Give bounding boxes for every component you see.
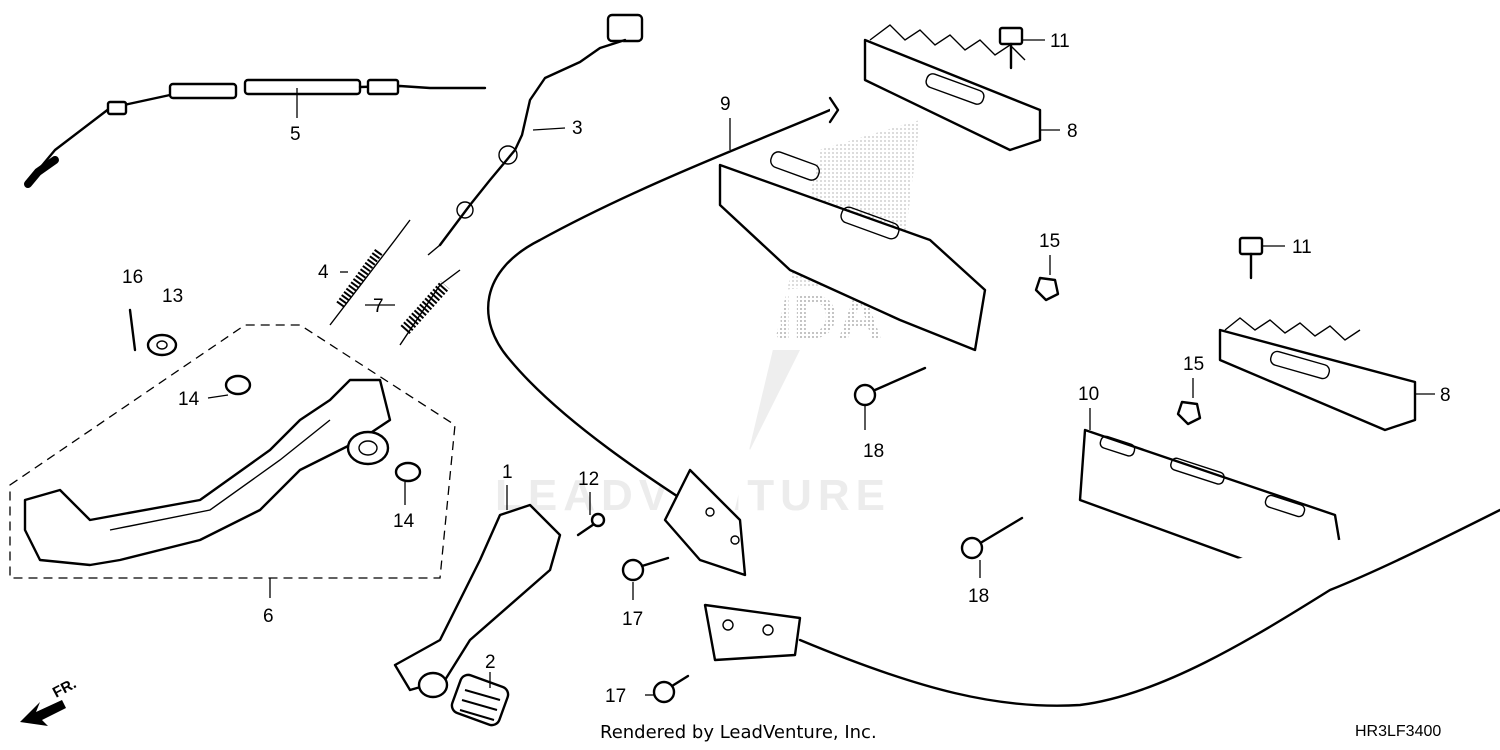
callout-9: 9 bbox=[720, 94, 731, 115]
callout-16: 16 bbox=[122, 267, 143, 288]
callout-3: 3 bbox=[572, 118, 583, 139]
callout-11-lower: 11 bbox=[1292, 237, 1312, 258]
callout-15-lower: 15 bbox=[1183, 354, 1204, 375]
brake-pedal-assembly bbox=[9, 324, 456, 579]
fasteners bbox=[576, 26, 1264, 704]
callout-18-upper: 18 bbox=[863, 441, 884, 462]
callout-7: 7 bbox=[373, 296, 384, 317]
footpeg-upper bbox=[863, 24, 1042, 152]
callout-14-right: 14 bbox=[393, 511, 415, 532]
callouts: 1 2 3 4 5 6 7 8 8 9 10 11 11 12 13 14 14… bbox=[122, 31, 1451, 707]
callout-11-upper: 11 bbox=[1050, 31, 1070, 52]
pedal-rubber bbox=[450, 673, 510, 727]
callout-1: 1 bbox=[502, 462, 513, 483]
front-direction-indicator: FR. bbox=[20, 675, 79, 726]
callout-13: 13 bbox=[162, 286, 183, 307]
brake-cable bbox=[24, 78, 487, 188]
pin-and-washer bbox=[128, 308, 178, 357]
footpeg-lower bbox=[1218, 317, 1417, 432]
callout-4: 4 bbox=[318, 262, 329, 283]
step-frame-left bbox=[487, 96, 987, 577]
callout-8-upper: 8 bbox=[1067, 121, 1078, 142]
callout-12: 12 bbox=[578, 469, 599, 490]
callout-5: 5 bbox=[290, 124, 301, 145]
callout-10: 10 bbox=[1078, 384, 1099, 405]
callout-2: 2 bbox=[485, 652, 496, 673]
direction-label: FR. bbox=[50, 675, 79, 701]
rendered-by-footer: Rendered by LeadVenture, Inc. bbox=[600, 722, 877, 743]
leader-lines bbox=[207, 39, 1435, 696]
callout-18-lower: 18 bbox=[968, 586, 989, 607]
brake-switch bbox=[427, 13, 644, 256]
springs bbox=[329, 219, 461, 346]
front-arrow-icon bbox=[20, 700, 66, 726]
callout-14-left: 14 bbox=[178, 389, 200, 410]
callout-17-upper: 17 bbox=[622, 609, 643, 630]
callout-6: 6 bbox=[263, 606, 274, 627]
callout-15-upper: 15 bbox=[1039, 231, 1060, 252]
callout-8-lower: 8 bbox=[1440, 385, 1451, 406]
callout-17-lower: 17 bbox=[605, 686, 626, 707]
brake-arm bbox=[393, 503, 562, 699]
drawing-code: HR3LF3400 bbox=[1355, 723, 1441, 740]
step-frame-right bbox=[703, 428, 1500, 707]
